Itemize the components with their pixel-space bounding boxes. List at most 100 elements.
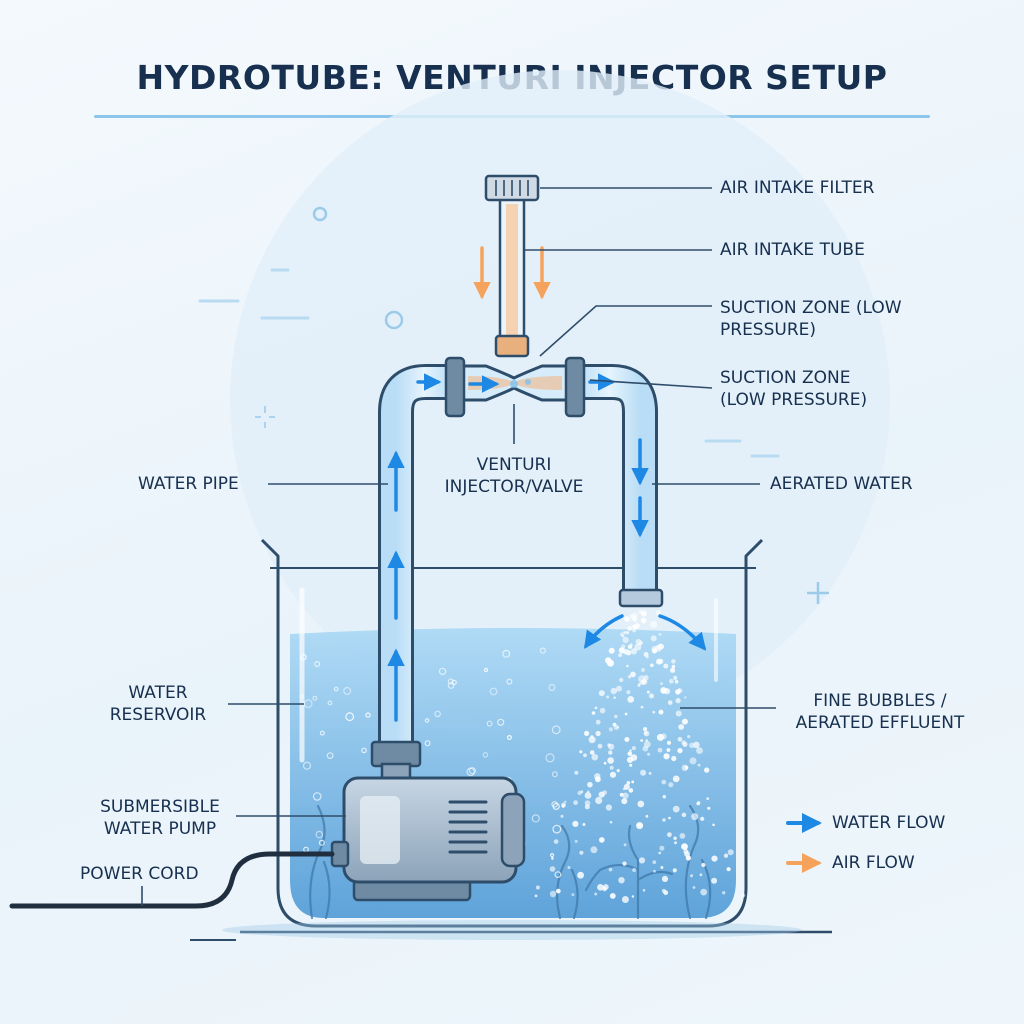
- bubble: [711, 877, 718, 884]
- bubble: [642, 745, 649, 752]
- bubble: [700, 816, 705, 821]
- bubble: [634, 643, 642, 651]
- bubble: [675, 710, 682, 717]
- label-pump-line2: WATER PUMP: [103, 819, 217, 839]
- bubble: [595, 796, 603, 805]
- bubble: [649, 693, 654, 699]
- bubble: [551, 857, 554, 860]
- bubble: [312, 695, 318, 701]
- bubble: [635, 638, 642, 645]
- bubble: [622, 861, 627, 866]
- bubble: [548, 683, 556, 691]
- bubble: [645, 655, 649, 659]
- bubble: [597, 884, 604, 891]
- label-fine-bubbles: FINE BUBBLES / AERATED EFFLUENT: [780, 690, 980, 734]
- bubble: [642, 889, 646, 892]
- bubble: [326, 752, 334, 759]
- label-suction-zone-1: SUCTION ZONE (LOW PRESSURE): [720, 297, 902, 341]
- bubble: [483, 667, 489, 673]
- bubble: [632, 867, 637, 873]
- bubble: [663, 890, 669, 896]
- bubble: [584, 800, 591, 806]
- bubble: [627, 644, 633, 649]
- aquatic-plants: [309, 804, 712, 920]
- bubble: [451, 679, 457, 686]
- water-reservoir-tank: [260, 538, 764, 928]
- bubble: [545, 753, 555, 763]
- bubble: [607, 757, 614, 764]
- bubble: [549, 852, 555, 858]
- label-venturi-line2: INJECTOR/VALVE: [444, 477, 584, 497]
- bubble: [560, 814, 564, 818]
- bubble: [653, 869, 656, 873]
- bubble: [319, 730, 325, 736]
- bubble: [711, 855, 718, 862]
- pump-vent-grille: [448, 800, 488, 854]
- bubble: [669, 678, 674, 684]
- bubble: [574, 770, 579, 775]
- bubble: [689, 757, 697, 765]
- bubble: [574, 839, 578, 843]
- bubble: [658, 633, 662, 636]
- bubble: [663, 688, 671, 695]
- bubble: [638, 682, 641, 686]
- bubble: [623, 631, 626, 634]
- decor-ring: [312, 206, 328, 222]
- label-air-intake-tube: AIR INTAKE TUBE: [720, 240, 865, 260]
- bubble: [671, 659, 676, 664]
- bubble: [599, 837, 605, 843]
- bubble: [626, 664, 629, 668]
- label-pump-line1: SUBMERSIBLE: [100, 797, 220, 817]
- bubble: [629, 614, 633, 618]
- bubble: [658, 709, 664, 715]
- pump-label-panel: [360, 796, 400, 864]
- bubble: [618, 877, 625, 884]
- label-suction-zone-1-line2: PRESSURE): [720, 320, 817, 340]
- bubble: [672, 775, 680, 783]
- bubble: [497, 718, 505, 726]
- bubble: [327, 700, 333, 706]
- pump-outlet-collar: [370, 740, 422, 768]
- bubble: [627, 626, 633, 631]
- bubble: [606, 695, 610, 699]
- bubble: [506, 734, 512, 740]
- bubble: [687, 735, 691, 739]
- bubble: [549, 890, 557, 898]
- bubble: [660, 866, 664, 869]
- bubble: [707, 806, 711, 810]
- bubble: [668, 816, 671, 820]
- bubble: [648, 771, 652, 775]
- label-suction-zone-1-line1: SUCTION ZONE (LOW: [720, 298, 902, 318]
- bubble: [677, 737, 683, 742]
- bubble: [638, 675, 646, 683]
- bubble: [626, 690, 631, 695]
- bubble: [345, 712, 355, 722]
- bubble: [726, 867, 731, 872]
- bubble: [677, 688, 683, 694]
- bubble: [608, 867, 613, 872]
- bubble: [551, 725, 561, 735]
- bubble: [652, 710, 656, 714]
- legend-water-flow-label: WATER FLOW: [832, 813, 946, 833]
- bubble: [594, 892, 598, 896]
- label-bubbles-line2: AERATED EFFLUENT: [795, 713, 965, 733]
- bubble: [618, 647, 626, 654]
- fine-bubbles: [299, 609, 746, 903]
- bubble: [531, 814, 540, 823]
- bubble: [333, 686, 339, 692]
- bubble: [625, 631, 630, 635]
- bubble: [551, 771, 558, 778]
- bubble: [667, 832, 672, 838]
- bubble: [656, 658, 662, 665]
- bubble: [647, 752, 651, 756]
- bubble: [640, 769, 647, 776]
- bubble: [590, 846, 598, 854]
- bubble: [486, 720, 493, 727]
- bubble: [594, 706, 598, 710]
- label-power-cord: POWER CORD: [80, 864, 199, 884]
- sparkle-icon: [255, 406, 275, 428]
- bubble: [637, 800, 645, 808]
- bubble: [650, 635, 657, 642]
- bubble: [616, 769, 620, 773]
- bubble: [674, 679, 679, 684]
